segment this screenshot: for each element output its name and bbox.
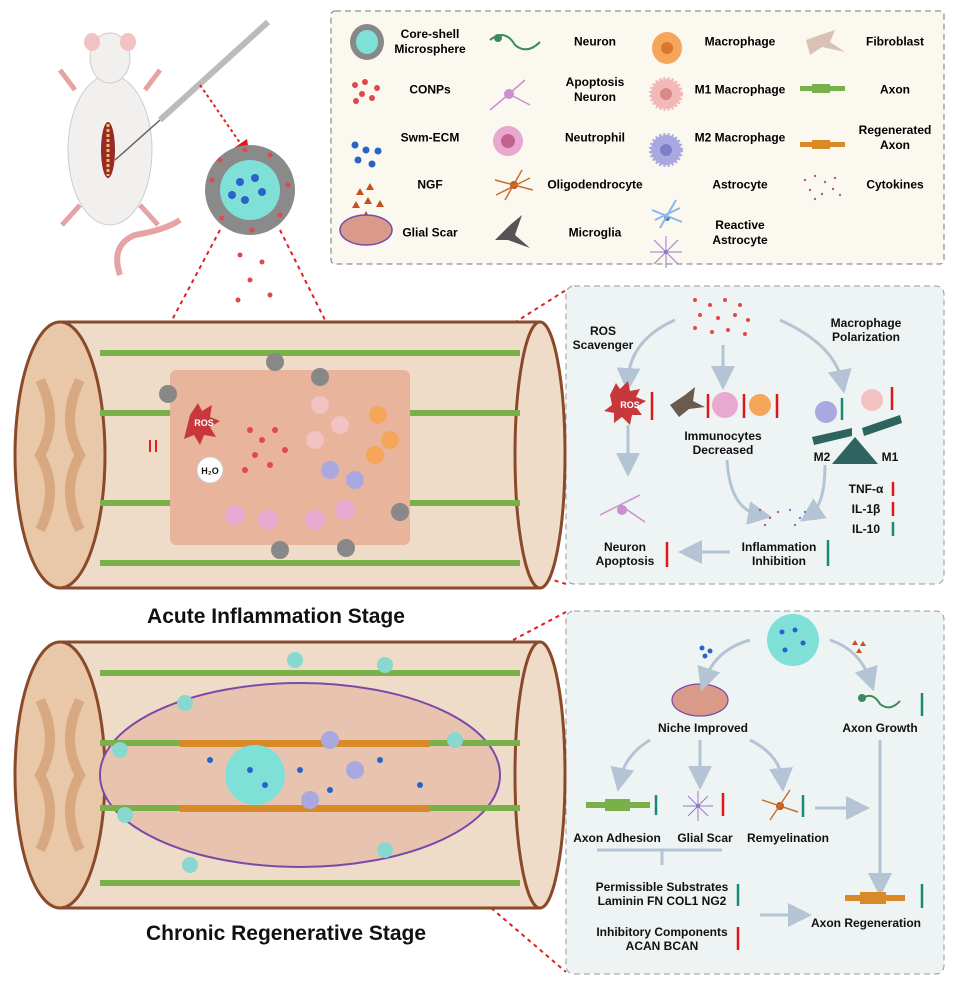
inhibitory-components-label: Inhibitory Components ACAN BCAN: [596, 925, 728, 953]
legend-label-axon: Axon: [880, 82, 910, 97]
axon-growth-label: Axon Growth: [842, 721, 918, 735]
rat-illustration: [58, 19, 271, 276]
m2-label: M2: [813, 450, 831, 464]
m1-label: M1: [881, 450, 899, 464]
legend-label-cytokines: Cytokines: [866, 177, 924, 192]
legend-label-m2-macrophage: M2 Macrophage: [694, 130, 786, 145]
chronic-panel-indicator-arrows: [654, 693, 924, 950]
axon-regeneration-label: Axon Regeneration: [810, 916, 922, 930]
legend-label-apoptosis-neuron: Apoptosis Neuron: [565, 75, 625, 104]
legend-label-regenerated-axon: Regenerated Axon: [858, 123, 932, 152]
legend-label-core-shell-microsphere: Core-shell Microsphere: [394, 27, 466, 56]
ros-burst-label: ROS: [620, 400, 640, 410]
acute-spinal-cord: [13, 320, 567, 590]
legend-label-macrophage: Macrophage: [704, 34, 776, 49]
chronic-stage-title: Chronic Regenerative Stage: [145, 922, 427, 945]
legend-label-reactive-astrocyte: Reactive Astrocyte: [712, 218, 768, 247]
legend-icons: [339, 24, 845, 268]
legend-box: [330, 10, 945, 265]
chronic-panel-graphics: [586, 614, 905, 927]
acute-panel-indicator-arrows: [650, 387, 895, 567]
macrophage-polarization-label: Macrophage Polarization: [830, 316, 902, 344]
permissible-substrates-label: Permissible Substrates Laminin FN COL1 N…: [595, 880, 729, 908]
ros-label: ROS: [194, 418, 214, 428]
legend-label-microglia: Microglia: [568, 225, 622, 240]
core-shell-microsphere: [205, 145, 295, 303]
axon-adhesion-label: Axon Adhesion: [573, 831, 661, 845]
legend-label-neutrophil: Neutrophil: [565, 130, 625, 145]
ros-scavenger-label: ROS Scavenger: [572, 324, 634, 352]
legend-label-glial-scar: Glial Scar: [402, 225, 458, 240]
legend-label-ngf: NGF: [417, 177, 443, 192]
tnf-alpha-label: TNF-α: [848, 482, 884, 496]
legend-label-fibroblast: Fibroblast: [865, 34, 925, 49]
legend-label-m1-macrophage: M1 Macrophage: [694, 82, 786, 97]
legend-label-conps: CONPs: [409, 82, 451, 97]
chronic-spinal-cord: [13, 640, 567, 910]
legend-label-swm-ecm: Swm-ECM: [400, 130, 460, 145]
immunocytes-decreased-label: Immunocytes Decreased: [684, 429, 762, 457]
acute-stage-title: Acute Inflammation Stage: [147, 605, 405, 628]
il-10-label: IL-10: [851, 522, 881, 536]
acute-panel-graphics: [599, 298, 902, 564]
legend-label-neuron: Neuron: [574, 34, 616, 49]
glial-scar-label: Glial Scar: [677, 831, 733, 845]
water-label: H₂O: [201, 466, 219, 476]
inflammation-inhibition-label: Inflammation Inhibition: [741, 540, 817, 568]
legend-label-oligodendrocyte: Oligodendrocyte: [547, 177, 643, 192]
niche-improved-label: Niche Improved: [657, 721, 749, 735]
neuron-apoptosis-label: Neuron Apoptosis: [595, 540, 655, 568]
legend-label-astrocyte: Astrocyte: [712, 177, 768, 192]
il-1b-label: IL-1β: [851, 502, 881, 516]
remyelination-label: Remyelination: [746, 831, 830, 845]
